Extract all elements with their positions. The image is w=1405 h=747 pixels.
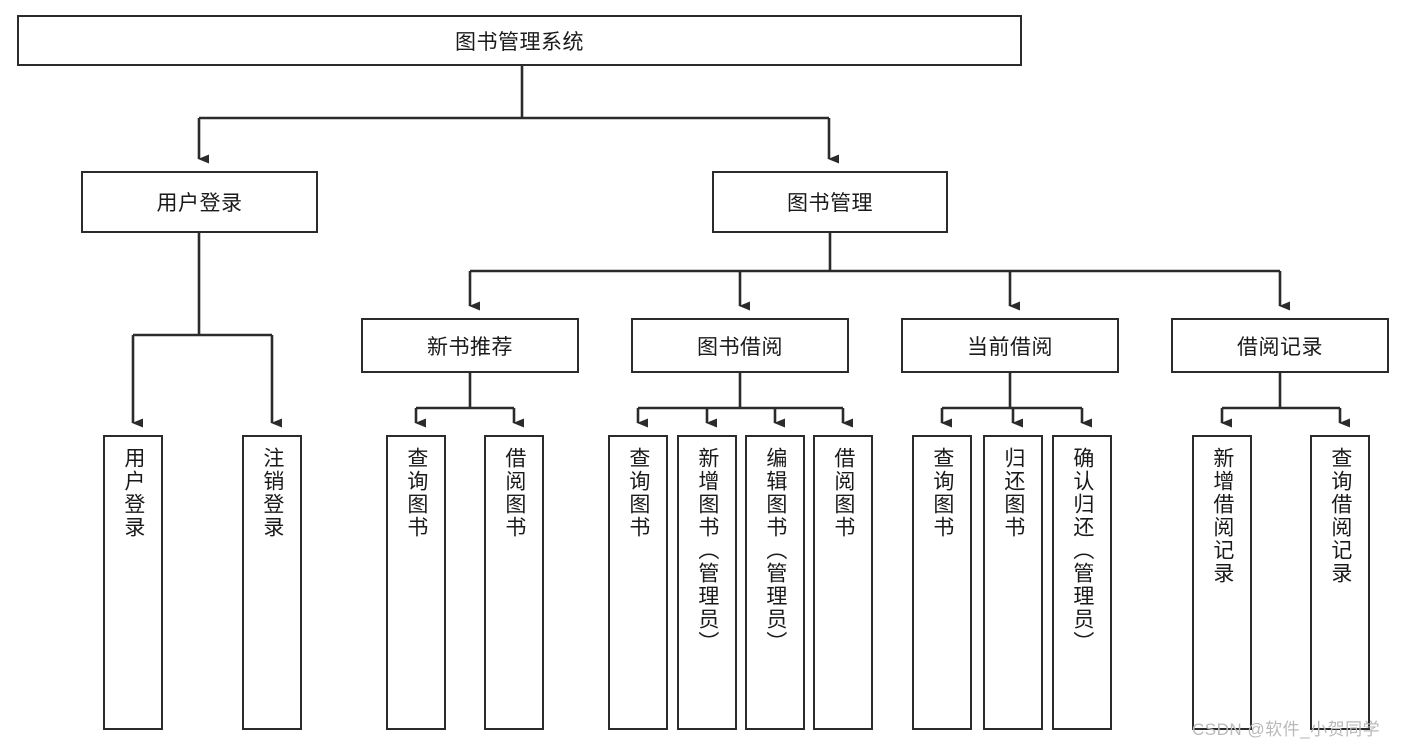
node-leaf-add-book-label: 新增图书（管理员） (695, 447, 719, 654)
node-leaf-query-book-current-label: 查询图书 (930, 447, 954, 539)
node-leaf-confirm-return-label: 确认归还（管理员） (1070, 447, 1094, 654)
node-leaf-edit-book[interactable]: 编辑图书（管理员） (745, 435, 805, 730)
node-root-label: 图书管理系统 (455, 30, 584, 54)
node-leaf-query-book-recommend-label: 查询图书 (404, 447, 428, 539)
node-user-login[interactable]: 用户登录 (81, 171, 318, 233)
node-root[interactable]: 图书管理系统 (17, 15, 1022, 66)
node-leaf-query-book-borrow-label: 查询图书 (626, 447, 650, 539)
node-leaf-add-borrow-record-label: 新增借阅记录 (1210, 447, 1234, 585)
node-borrow-record[interactable]: 借阅记录 (1171, 318, 1389, 373)
node-leaf-return-book[interactable]: 归还图书 (983, 435, 1043, 730)
node-leaf-query-book-recommend[interactable]: 查询图书 (386, 435, 446, 730)
node-book-management[interactable]: 图书管理 (712, 171, 948, 233)
node-book-borrow-label: 图书借阅 (697, 335, 783, 359)
node-leaf-query-book-current[interactable]: 查询图书 (912, 435, 972, 730)
node-leaf-query-borrow-record[interactable]: 查询借阅记录 (1310, 435, 1370, 730)
node-leaf-query-book-borrow[interactable]: 查询图书 (608, 435, 668, 730)
node-leaf-user-login-label: 用户登录 (121, 447, 145, 539)
node-user-login-label: 用户登录 (156, 192, 243, 215)
node-leaf-logout-label: 注销登录 (260, 447, 284, 539)
node-leaf-logout[interactable]: 注销登录 (242, 435, 302, 730)
watermark: CSDN @软件_小贺同学 (1192, 720, 1381, 739)
node-new-book-recommend-label: 新书推荐 (427, 335, 513, 359)
node-leaf-query-borrow-record-label: 查询借阅记录 (1328, 447, 1352, 585)
node-leaf-add-borrow-record[interactable]: 新增借阅记录 (1192, 435, 1252, 730)
node-leaf-confirm-return[interactable]: 确认归还（管理员） (1052, 435, 1112, 730)
node-leaf-return-book-label: 归还图书 (1001, 447, 1025, 539)
node-leaf-edit-book-label: 编辑图书（管理员） (763, 447, 787, 654)
node-leaf-borrow-book-label: 借阅图书 (831, 447, 855, 539)
node-new-book-recommend[interactable]: 新书推荐 (361, 318, 579, 373)
node-leaf-user-login[interactable]: 用户登录 (103, 435, 163, 730)
node-current-borrow[interactable]: 当前借阅 (901, 318, 1119, 373)
node-book-management-label: 图书管理 (787, 192, 873, 215)
node-borrow-record-label: 借阅记录 (1237, 335, 1323, 359)
node-leaf-add-book[interactable]: 新增图书（管理员） (677, 435, 737, 730)
node-leaf-borrow-book-recommend[interactable]: 借阅图书 (484, 435, 544, 730)
node-leaf-borrow-book[interactable]: 借阅图书 (813, 435, 873, 730)
node-book-borrow[interactable]: 图书借阅 (631, 318, 849, 373)
node-leaf-borrow-book-recommend-label: 借阅图书 (502, 447, 526, 539)
node-current-borrow-label: 当前借阅 (967, 335, 1053, 359)
